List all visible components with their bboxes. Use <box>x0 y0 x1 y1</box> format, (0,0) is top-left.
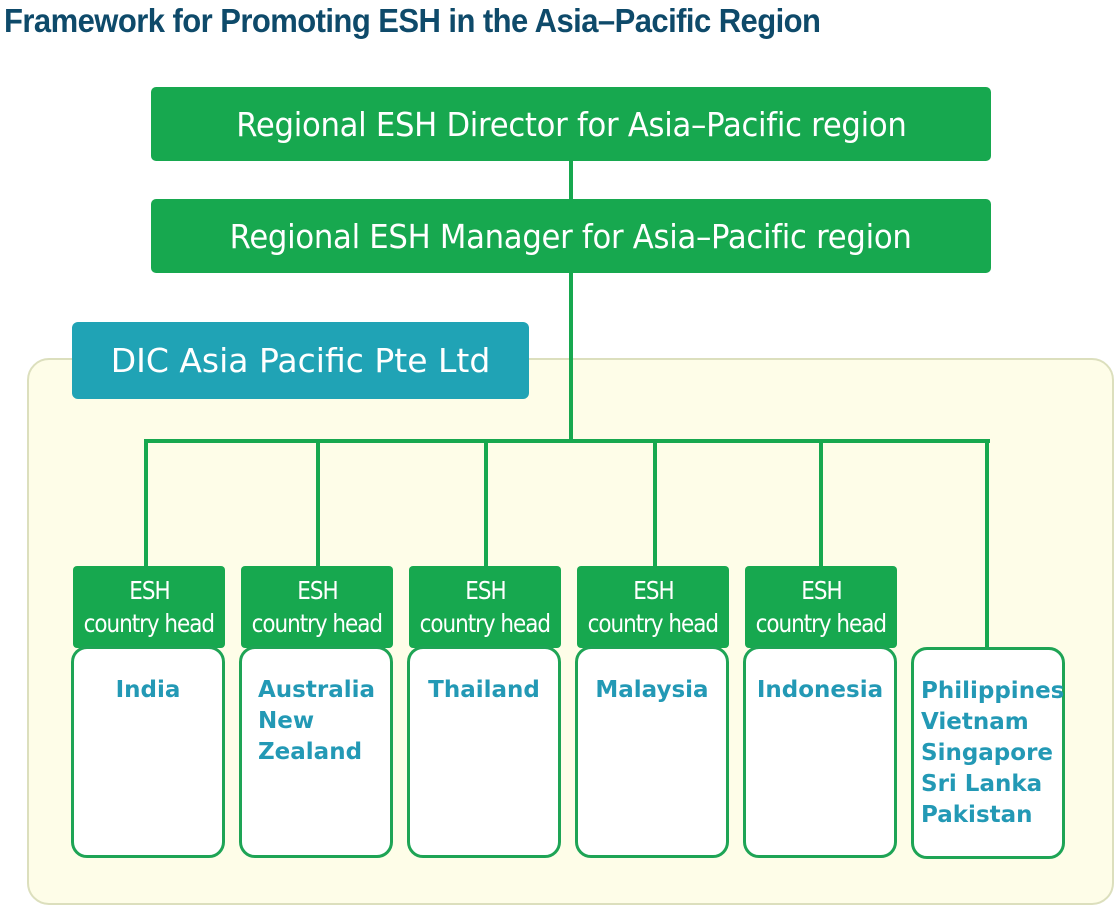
country-box-other: Philippines Vietnam Singapore Sri Lanka … <box>911 647 1065 859</box>
connector-india <box>144 439 148 567</box>
head-line2: country head <box>587 609 719 638</box>
country-box-india: India <box>71 646 225 858</box>
esh-country-head-indonesia: ESH country head <box>745 566 897 648</box>
country-name: Singapore <box>921 740 1054 766</box>
company-box: DIC Asia Pacific Pte Ltd <box>72 322 529 399</box>
head-line1: ESH <box>464 576 506 605</box>
country-name: Australia <box>258 677 376 703</box>
head-line1: ESH <box>800 576 842 605</box>
head-line1: ESH <box>128 576 170 605</box>
country-name: Thailand <box>428 677 540 703</box>
esh-country-head-thailand: ESH country head <box>409 566 561 648</box>
country-name: India <box>115 677 181 703</box>
country-name: Indonesia <box>756 677 884 703</box>
connector-manager-trunk <box>569 273 573 443</box>
country-box-indonesia: Indonesia <box>743 646 897 858</box>
head-line2: country head <box>83 609 215 638</box>
connector-malaysia <box>653 439 657 567</box>
esh-country-head-malaysia: ESH country head <box>577 566 729 648</box>
regional-manager-label: Regional ESH Manager for Asia–Pacific re… <box>230 216 912 256</box>
country-name: Philippines <box>921 678 1065 704</box>
esh-country-head-india: ESH country head <box>73 566 225 648</box>
country-name: Zealand <box>258 739 363 765</box>
connector-director-manager <box>569 161 573 199</box>
regional-director-label: Regional ESH Director for Asia–Pacific r… <box>235 104 907 144</box>
connector-other-countries <box>985 439 989 649</box>
connector-horizontal-bus <box>144 439 990 443</box>
head-line2: country head <box>419 609 551 638</box>
country-name: Sri Lanka <box>921 771 1043 797</box>
esh-country-head-australia-nz: ESH country head <box>241 566 393 648</box>
connector-thailand <box>484 439 488 567</box>
country-name: Pakistan <box>921 802 1033 828</box>
head-line1: ESH <box>632 576 674 605</box>
company-label: DIC Asia Pacific Pte Ltd <box>110 341 491 380</box>
country-box-thailand: Thailand <box>407 646 561 858</box>
country-box-australia-nz: Australia New Zealand <box>239 646 393 858</box>
regional-director-box: Regional ESH Director for Asia–Pacific r… <box>151 87 991 161</box>
country-name: New <box>258 708 315 734</box>
diagram-title: Framework for Promoting ESH in the Asia–… <box>4 2 821 39</box>
head-line2: country head <box>251 609 383 638</box>
connector-indonesia <box>819 439 823 567</box>
connector-australia-nz <box>316 439 320 567</box>
country-name: Malaysia <box>595 677 709 703</box>
head-line1: ESH <box>296 576 338 605</box>
country-box-malaysia: Malaysia <box>575 646 729 858</box>
head-line2: country head <box>755 609 887 638</box>
regional-manager-box: Regional ESH Manager for Asia–Pacific re… <box>151 199 991 273</box>
country-name: Vietnam <box>921 709 1029 735</box>
